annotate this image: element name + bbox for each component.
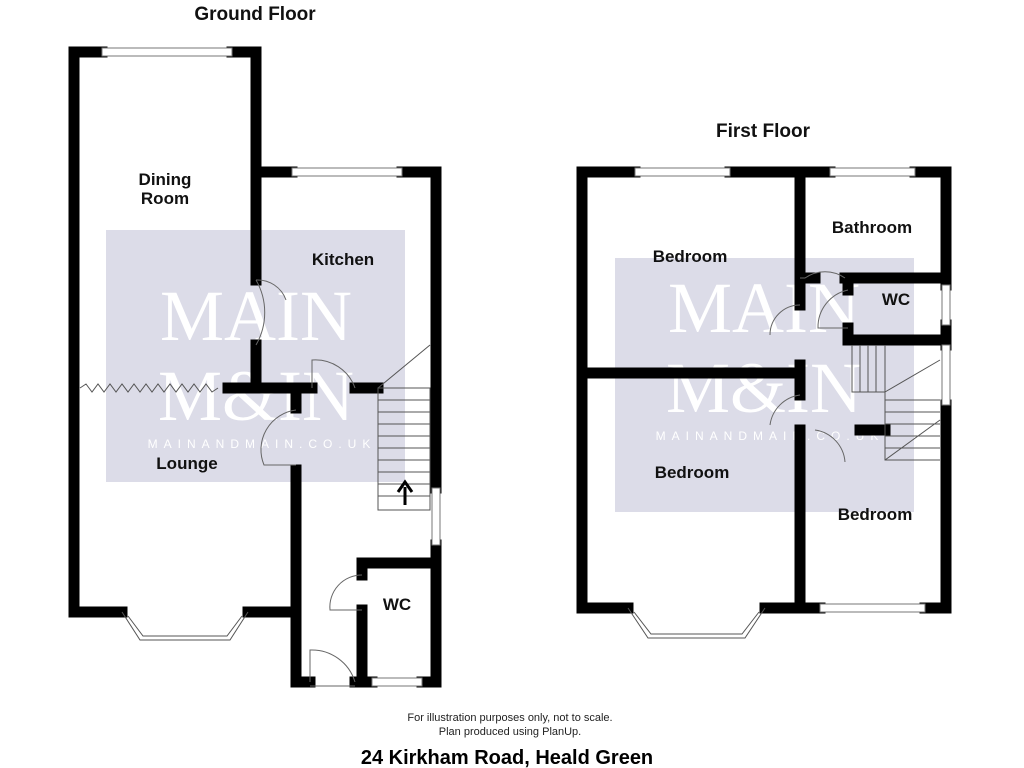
first-floor-title: First Floor	[716, 121, 811, 142]
watermark-url: MAINANDMAIN.CO.UK	[148, 437, 377, 451]
watermark-line2: M&IN	[666, 348, 862, 428]
watermark-first: MAIN M&IN MAINANDMAIN.CO.UK	[615, 258, 914, 512]
room-label-wc: WC	[383, 595, 411, 614]
first-floor-stairs	[851, 345, 941, 461]
first-floor-doors	[769, 271, 849, 463]
ground-floor-windows	[79, 47, 441, 687]
room-label-bedroom: Bedroom	[653, 247, 728, 266]
address: 24 Kirkham Road, Heald Green	[361, 747, 653, 768]
room-label-dining: Dining	[139, 170, 192, 189]
ground-floor-doors	[255, 279, 363, 687]
credit: Plan produced using PlanUp.	[439, 726, 581, 738]
stairs-up-arrow-icon	[396, 479, 414, 505]
room-label-bedroom: Bedroom	[838, 505, 913, 524]
room-label-bathroom: Bathroom	[832, 218, 912, 237]
room-label-dining: Room	[141, 189, 189, 208]
disclaimer: For illustration purposes only, not to s…	[407, 712, 612, 724]
ground-floor-stairs	[377, 344, 431, 511]
ground-floor-title: Ground Floor	[194, 4, 316, 25]
first-floor-walls	[576, 166, 952, 614]
room-label-wc: WC	[882, 290, 910, 309]
ground-floor-walls	[68, 46, 442, 688]
room-label-kitchen: Kitchen	[312, 250, 374, 269]
room-label-lounge: Lounge	[156, 454, 217, 473]
watermark-url: MAINANDMAIN.CO.UK	[656, 429, 885, 443]
first-floor-windows	[627, 167, 951, 639]
room-label-bedroom: Bedroom	[655, 463, 730, 482]
watermark-line1: MAIN	[668, 268, 860, 348]
